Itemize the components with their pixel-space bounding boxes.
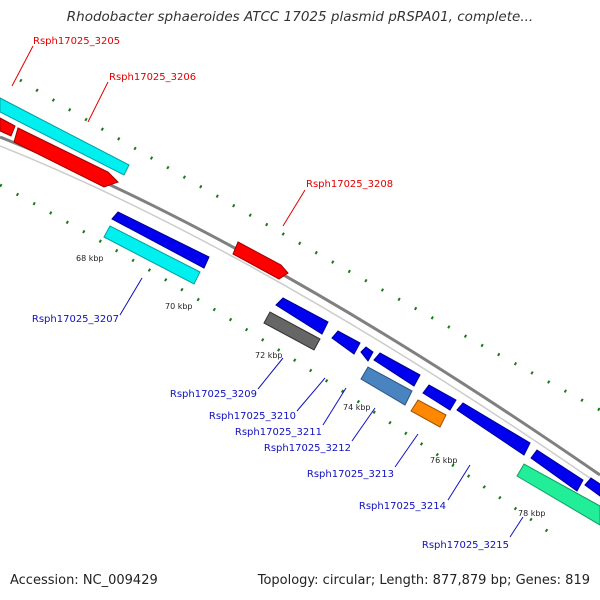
leader-3205 xyxy=(11,45,34,87)
gene-blue-3215b[interactable] xyxy=(584,477,600,497)
gene-blue-3207[interactable] xyxy=(111,211,210,269)
outer-tick-track xyxy=(19,78,600,412)
tick-label-68: 68 kbp xyxy=(76,254,104,263)
gene-orange-3213[interactable] xyxy=(410,399,447,428)
label-3205[interactable]: Rsph17025_3205 xyxy=(33,36,120,47)
gene-blue-3213a[interactable] xyxy=(422,384,457,411)
gene-red-partial[interactable] xyxy=(0,117,16,137)
gene-blue-3210[interactable] xyxy=(331,330,361,355)
leader-3208 xyxy=(282,189,306,227)
label-3213[interactable]: Rsph17025_3213 xyxy=(307,469,394,480)
leader-3209 xyxy=(257,357,284,390)
gene-blue-3209a[interactable] xyxy=(275,297,329,335)
tick-label-78: 78 kbp xyxy=(518,509,546,518)
gene-cyan-top[interactable] xyxy=(0,97,130,176)
leader-3214 xyxy=(447,464,471,501)
label-3208[interactable]: Rsph17025_3208 xyxy=(306,179,393,190)
gene-blue-3211[interactable] xyxy=(360,346,374,362)
gene-gray-3209[interactable] xyxy=(263,311,321,351)
label-3206[interactable]: Rsph17025_3206 xyxy=(109,72,196,83)
gene-green-3215[interactable] xyxy=(516,463,600,526)
leader-3210 xyxy=(296,377,326,412)
leader-3206 xyxy=(87,81,109,123)
label-3209[interactable]: Rsph17025_3209 xyxy=(170,389,257,400)
map-title: Rhodobacter sphaeroides ATCC 17025 plasm… xyxy=(66,9,534,25)
label-3215[interactable]: Rsph17025_3215 xyxy=(422,540,509,551)
gene-red-3208[interactable] xyxy=(232,241,289,280)
gene-blue-3212[interactable] xyxy=(373,352,421,387)
gene-steel-3212[interactable] xyxy=(360,366,413,406)
leader-3213 xyxy=(394,433,419,468)
tick-label-70: 70 kbp xyxy=(165,302,193,311)
accession-text: Accession: NC_009429 xyxy=(10,573,158,588)
leader-3207 xyxy=(119,277,143,316)
backbone-inner xyxy=(0,145,600,486)
tick-label-72: 72 kbp xyxy=(255,351,283,360)
leader-3215 xyxy=(509,516,524,538)
label-3211[interactable]: Rsph17025_3211 xyxy=(235,427,322,438)
tick-label-74: 74 kbp xyxy=(343,403,371,412)
gene-cyan-3207[interactable] xyxy=(103,225,201,285)
gene-red-3206[interactable] xyxy=(13,127,119,188)
label-3210[interactable]: Rsph17025_3210 xyxy=(209,411,296,422)
leader-3211 xyxy=(322,387,347,426)
label-3207[interactable]: Rsph17025_3207 xyxy=(32,314,119,325)
topology-text: Topology: circular; Length: 877,879 bp; … xyxy=(257,573,590,588)
gene-blue-3215a[interactable] xyxy=(530,449,584,492)
label-3212[interactable]: Rsph17025_3212 xyxy=(264,443,351,454)
leader-3212 xyxy=(351,407,376,442)
gene-blue-3214[interactable] xyxy=(456,402,531,456)
tick-label-76: 76 kbp xyxy=(430,456,458,465)
label-3214[interactable]: Rsph17025_3214 xyxy=(359,501,446,512)
